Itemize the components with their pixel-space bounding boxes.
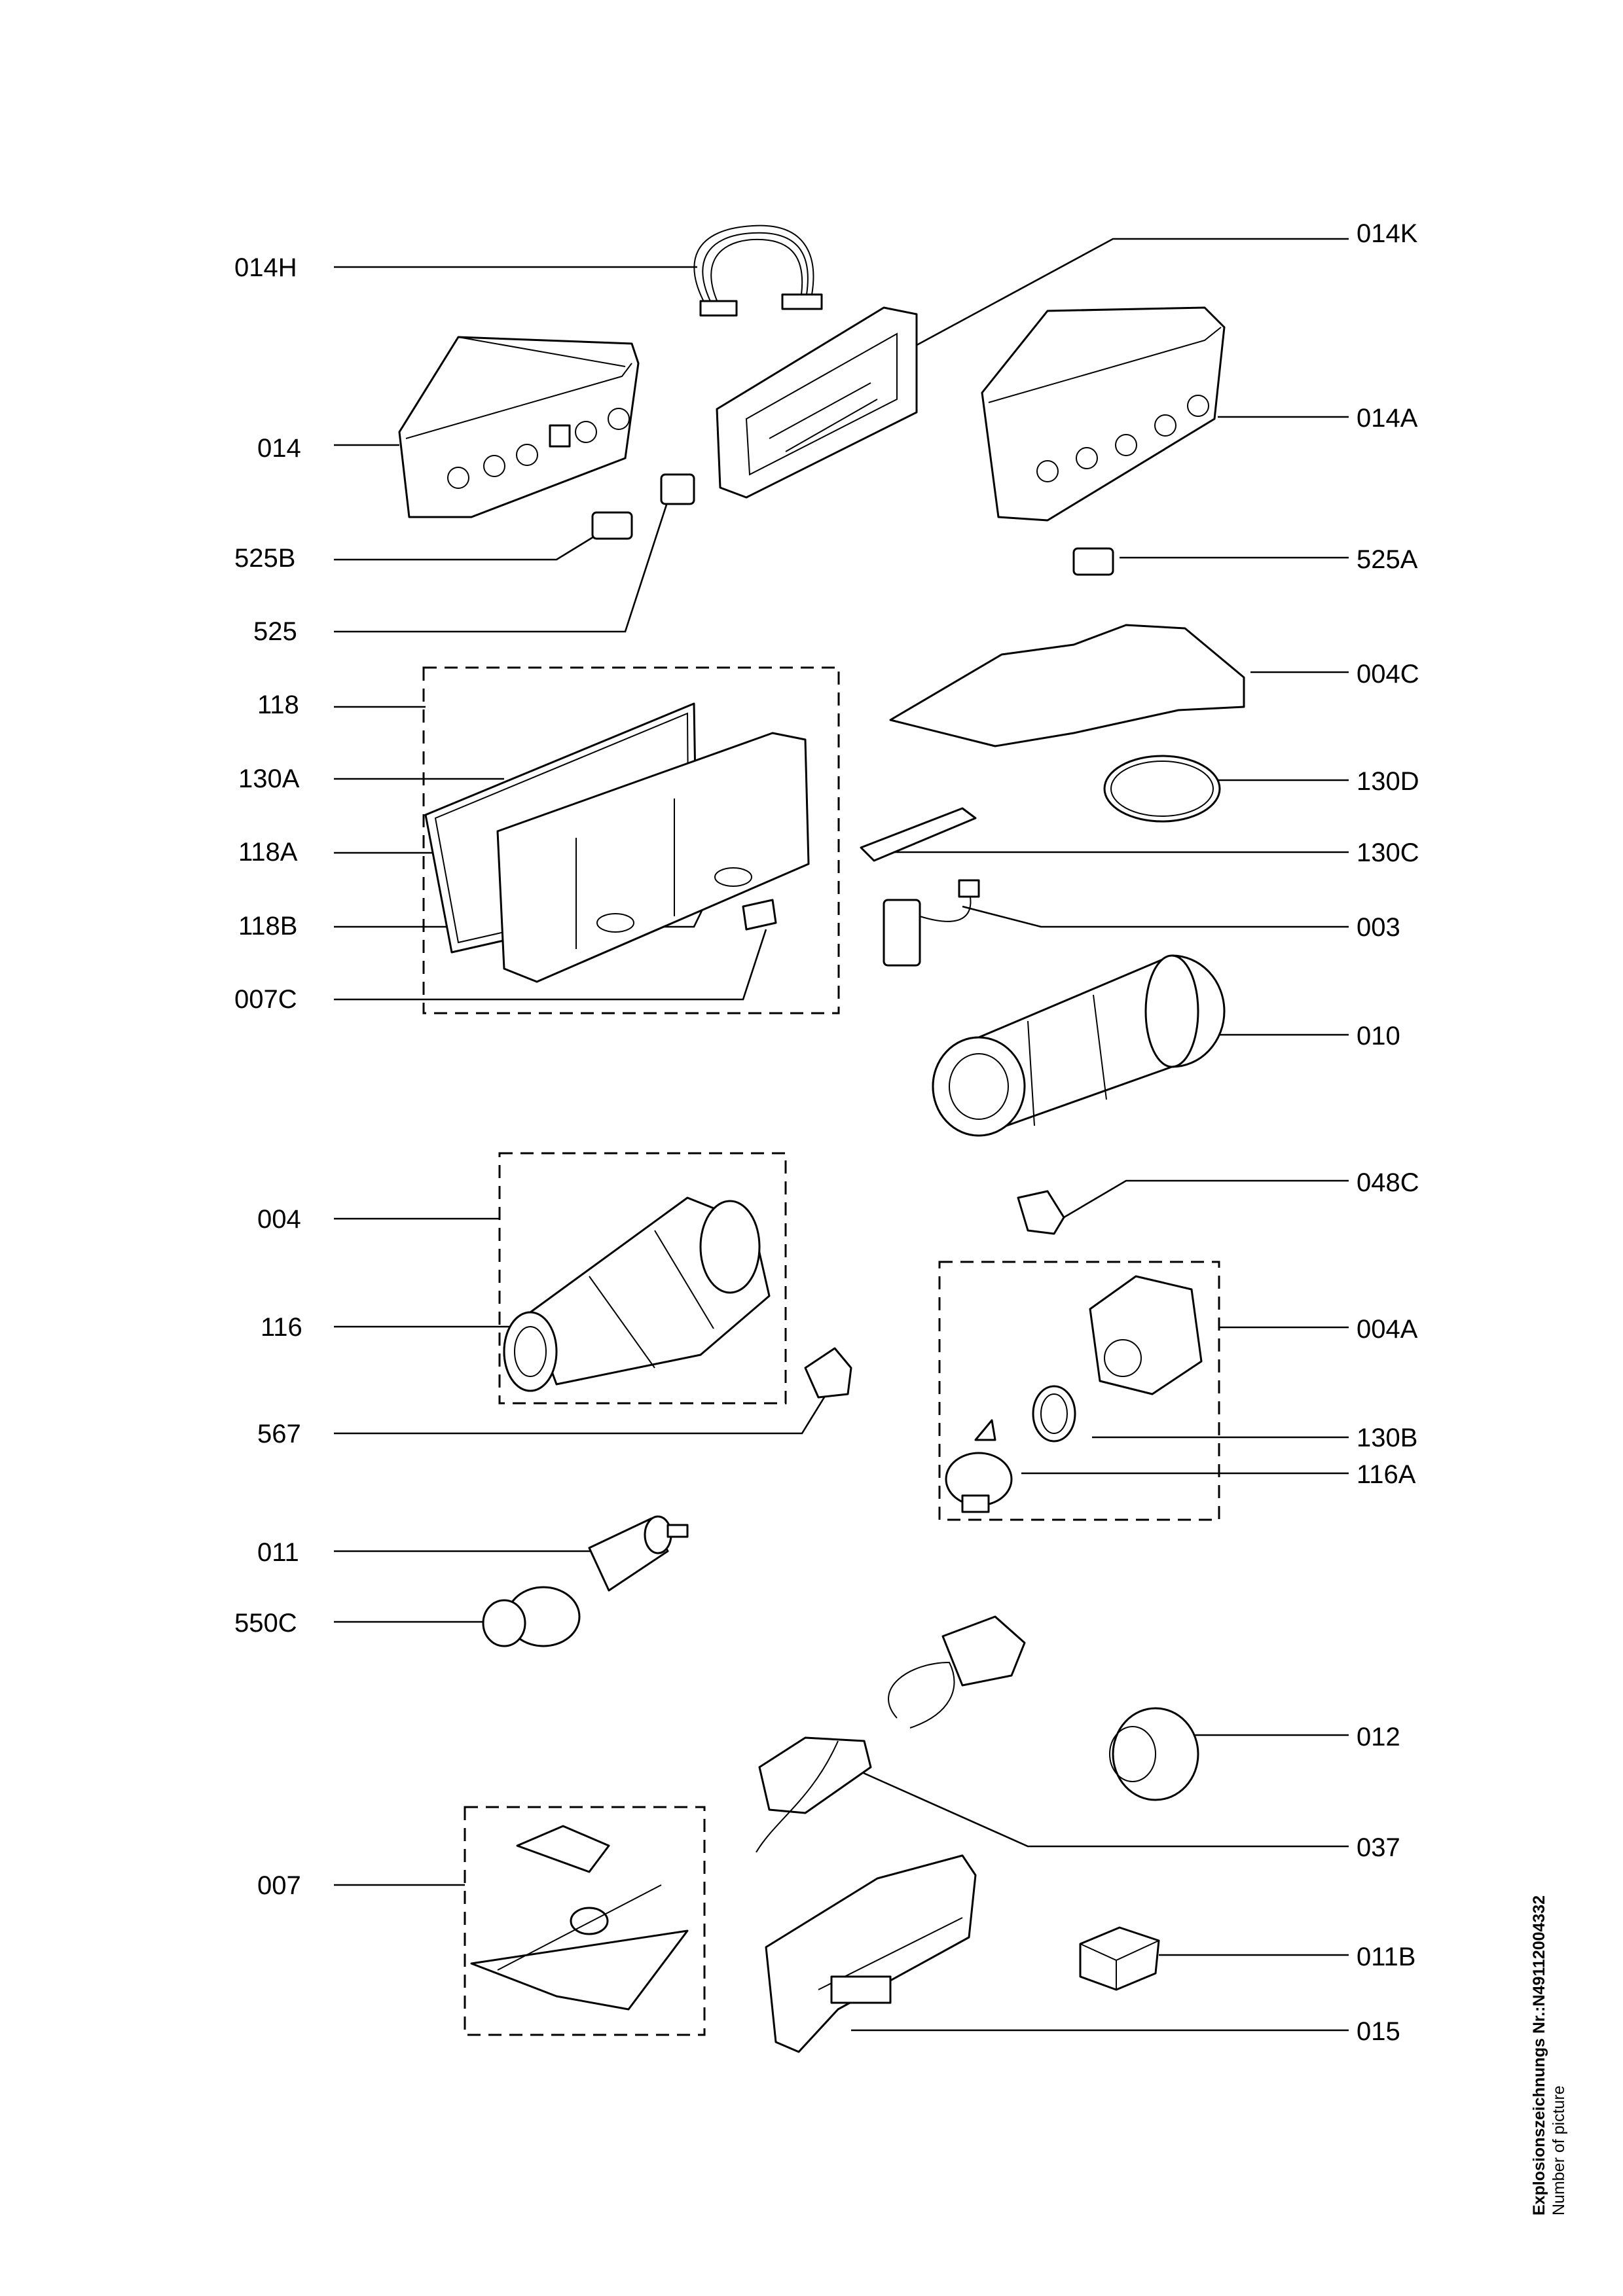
button-525A xyxy=(1072,547,1114,576)
leader-lines xyxy=(334,238,1349,2032)
heater-010 xyxy=(932,954,1226,1137)
control-module-014 xyxy=(398,336,640,518)
label-004A: 004A xyxy=(1357,1315,1418,1344)
label-004: 004 xyxy=(257,1205,301,1234)
button-525 xyxy=(660,473,695,505)
label-118A: 118A xyxy=(238,838,298,867)
drawing-number-caption: Number of picture xyxy=(1550,2085,1568,2215)
strip-130C xyxy=(860,807,977,862)
label-037: 037 xyxy=(1357,1833,1400,1862)
label-004C: 004C xyxy=(1357,660,1419,689)
label-010: 010 xyxy=(1357,1022,1400,1050)
label-003: 003 xyxy=(1357,913,1400,942)
group-box-004A xyxy=(938,1261,1220,1521)
label-118: 118 xyxy=(257,691,299,719)
label-130D: 130D xyxy=(1357,767,1419,796)
valve-116A xyxy=(945,1419,1013,1513)
label-012: 012 xyxy=(1357,1723,1400,1751)
seal-ring-130D xyxy=(1103,755,1221,823)
label-014H: 014H xyxy=(234,253,297,282)
label-007C: 007C xyxy=(234,985,297,1014)
power-plug xyxy=(888,1615,1026,1729)
label-567: 567 xyxy=(257,1420,301,1448)
label-014A: 014A xyxy=(1357,404,1418,433)
knob-012 xyxy=(1109,1707,1199,1801)
label-525: 525 xyxy=(253,617,297,646)
clip-007C xyxy=(742,899,777,931)
label-550C: 550C xyxy=(234,1609,297,1638)
wiring-harness-014H xyxy=(693,224,823,317)
label-118B: 118B xyxy=(238,912,297,941)
label-525A: 525A xyxy=(1357,545,1418,574)
label-525B: 525B xyxy=(234,544,295,573)
capacitor-011 xyxy=(588,1515,689,1592)
label-014: 014 xyxy=(257,434,301,463)
bracket-037 xyxy=(756,1736,872,1853)
label-048C: 048C xyxy=(1357,1168,1419,1197)
pump-004 xyxy=(503,1196,771,1392)
label-116A: 116A xyxy=(1357,1460,1416,1489)
button-525B xyxy=(591,511,633,540)
pressure-switch-004A xyxy=(1089,1275,1203,1395)
o-ring-130B xyxy=(1032,1385,1076,1443)
group-box-118 xyxy=(422,666,840,1014)
label-130B: 130B xyxy=(1357,1424,1417,1452)
cover-004C xyxy=(889,624,1245,747)
label-015: 015 xyxy=(1357,2017,1400,2046)
display-panel-014K xyxy=(716,306,918,499)
label-011B: 011B xyxy=(1357,1943,1415,1971)
spray-arm-007 xyxy=(470,1825,689,2011)
part-048C xyxy=(1017,1190,1065,1235)
cap-550C xyxy=(482,1586,581,1647)
label-014K: 014K xyxy=(1357,219,1418,248)
drawing-number: Explosionszeichnungs Nr.:N49112004332 xyxy=(1530,1895,1548,2215)
group-box-007 xyxy=(464,1806,706,2036)
panel-015 xyxy=(765,1854,977,2053)
clip-567 xyxy=(804,1347,852,1399)
label-130A: 130A xyxy=(238,764,300,793)
relay-011B xyxy=(1079,1926,1160,1991)
detergent-dispenser-118 xyxy=(424,702,810,983)
control-module-014A xyxy=(981,306,1226,522)
label-130C: 130C xyxy=(1357,838,1419,867)
label-007: 007 xyxy=(257,1871,301,1900)
label-011: 011 xyxy=(257,1538,299,1567)
group-box-004 xyxy=(498,1152,787,1405)
sensor-003 xyxy=(883,879,980,967)
label-116: 116 xyxy=(261,1313,302,1342)
